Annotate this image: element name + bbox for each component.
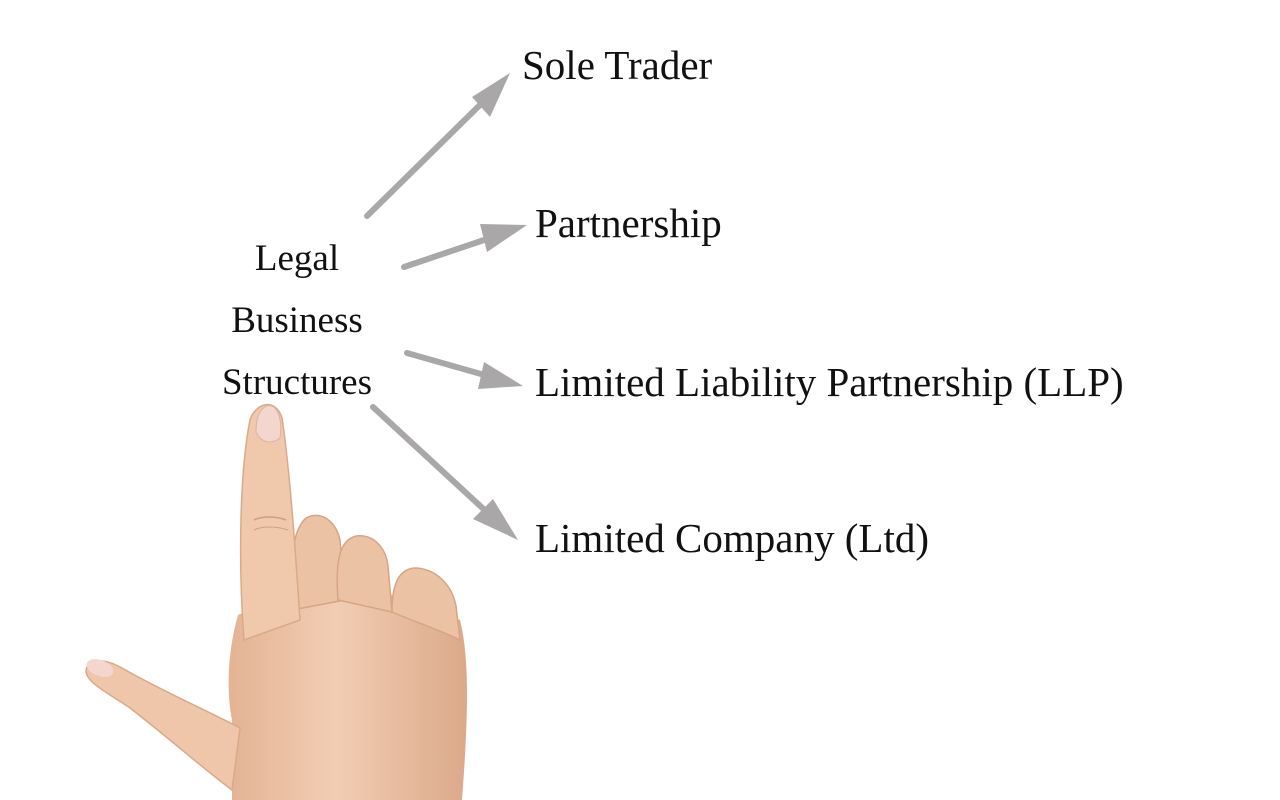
arrow-to-sole-trader [367,73,510,216]
branch-sole-trader: Sole Trader [522,45,712,86]
center-line-2: Business [192,290,402,352]
arrow-to-limited-company [373,407,518,540]
arrow-to-llp [407,353,523,389]
center-line-1: Legal [192,228,402,290]
branch-limited-company: Limited Company (Ltd) [535,518,929,559]
branch-partnership: Partnership [535,203,722,244]
arrow-to-partnership [404,224,527,267]
center-line-3: Structures [192,352,402,414]
pointing-hand-icon [84,405,467,800]
center-node-label: Legal Business Structures [192,228,402,414]
branch-llp: Limited Liability Partnership (LLP) [535,362,1124,403]
